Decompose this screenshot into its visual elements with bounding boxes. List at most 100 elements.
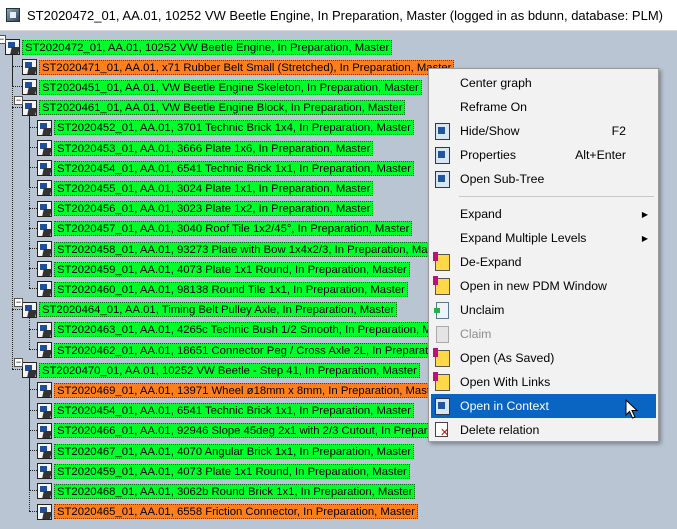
- tree-node[interactable]: ST2020468_01, AA.01, 3062b Round Brick 1…: [37, 481, 416, 501]
- tree-node[interactable]: ST2020461_01, AA.01, VW Beetle Engine Bl…: [22, 98, 406, 118]
- tree-node[interactable]: ST2020470_01, AA.01, 10252 VW Beetle - S…: [22, 360, 420, 380]
- collapse-toggle-icon[interactable]: −: [0, 35, 6, 44]
- product-icon: [37, 503, 52, 520]
- tree-node-label[interactable]: ST2020471_01, AA.01, x71 Rubber Belt Sma…: [39, 59, 455, 75]
- tree-node[interactable]: ST2020454_01, AA.01, 6541 Technic Brick …: [37, 158, 414, 178]
- product-icon: [37, 422, 52, 439]
- menu-item-label: Open in Context: [460, 399, 549, 413]
- tree-node-label[interactable]: ST2020462_01, AA.01, 18651 Connector Peg…: [54, 342, 488, 358]
- tree-node[interactable]: ST2020459_01, AA.01, 4073 Plate 1x1 Roun…: [37, 259, 410, 279]
- tree-node-label[interactable]: ST2020469_01, AA.01, 13971 Wheel ø18mm x…: [54, 382, 444, 398]
- product-icon: [37, 402, 52, 419]
- menu-item-center-graph[interactable]: Center graph: [431, 71, 656, 95]
- tree-node[interactable]: ST2020457_01, AA.01, 3040 Roof Tile 1x2/…: [37, 219, 413, 239]
- product-icon: [5, 39, 20, 55]
- tree-node-label[interactable]: ST2020457_01, AA.01, 3040 Roof Tile 1x2/…: [54, 221, 413, 237]
- tree-node-label[interactable]: ST2020464_01, AA.01, Timing Belt Pulley …: [39, 302, 398, 318]
- tree-connector-line: [29, 288, 37, 290]
- menu-item-open-in-context[interactable]: Open in Context: [431, 394, 656, 418]
- tree-connector-line: [29, 187, 37, 189]
- menu-item-label: Open With Links: [460, 375, 551, 389]
- menu-item-open-with-links[interactable]: Open With Links: [431, 370, 656, 394]
- menu-item-open-as-saved[interactable]: Open (As Saved): [431, 346, 656, 370]
- tree-connector-line: [29, 114, 30, 289]
- tree-node-label[interactable]: ST2020453_01, AA.01, 3666 Plate 1x6, In …: [54, 140, 374, 156]
- tree-node-label[interactable]: ST2020465_01, AA.01, 6558 Friction Conne…: [54, 504, 418, 520]
- tree-node[interactable]: ST2020466_01, AA.01, 92946 Slope 45deg 2…: [37, 421, 496, 441]
- tree-connector-line: [29, 207, 37, 209]
- tree-node[interactable]: ST2020452_01, AA.01, 3701 Technic Brick …: [37, 118, 414, 138]
- tree-node-label[interactable]: ST2020454_01, AA.01, 6541 Technic Brick …: [54, 160, 414, 176]
- menu-separator: [459, 196, 654, 197]
- tree-node-label[interactable]: ST2020468_01, AA.01, 3062b Round Brick 1…: [54, 483, 416, 499]
- menu-item-unclaim[interactable]: Unclaim: [431, 298, 656, 322]
- tree-connector-line: [29, 377, 30, 511]
- collapse-toggle-icon[interactable]: −: [14, 94, 23, 105]
- tree-node-label[interactable]: ST2020472_01, AA.01, 10252 VW Beetle Eng…: [22, 39, 393, 55]
- tree-node-label[interactable]: ST2020459_01, AA.01, 4073 Plate 1x1 Roun…: [54, 261, 410, 277]
- tree-node-label[interactable]: ST2020461_01, AA.01, VW Beetle Engine Bl…: [39, 100, 406, 116]
- menu-item-label: Expand Multiple Levels: [460, 231, 587, 245]
- tree-node[interactable]: ST2020472_01, AA.01, 10252 VW Beetle Eng…: [5, 37, 393, 57]
- menu-item-label: Properties: [460, 148, 517, 162]
- tree-node[interactable]: ST2020471_01, AA.01, x71 Rubber Belt Sma…: [22, 57, 455, 77]
- tree-node[interactable]: ST2020463_01, AA.01, 4265c Technic Bush …: [37, 320, 460, 340]
- tree-node-label[interactable]: ST2020467_01, AA.01, 4070 Angular Brick …: [54, 443, 415, 459]
- tree-node[interactable]: ST2020454_01, AA.01, 6541 Technic Brick …: [37, 401, 414, 421]
- tree-node[interactable]: ST2020469_01, AA.01, 13971 Wheel ø18mm x…: [37, 380, 444, 400]
- tree-node-label[interactable]: ST2020460_01, AA.01, 98138 Round Tile 1x…: [54, 281, 408, 297]
- menu-item-open-in-new-pdm-window[interactable]: Open in new PDM Window: [431, 274, 656, 298]
- collapse-toggle-icon[interactable]: −: [14, 296, 23, 307]
- tree-node-label[interactable]: ST2020452_01, AA.01, 3701 Technic Brick …: [54, 120, 414, 136]
- open-in-context-icon: [432, 396, 454, 416]
- tree-node[interactable]: ST2020462_01, AA.01, 18651 Connector Peg…: [37, 340, 488, 360]
- tree-node-label[interactable]: ST2020458_01, AA.01, 93273 Plate with Bo…: [54, 241, 450, 257]
- product-icon: [37, 140, 52, 156]
- menu-item-reframe-on[interactable]: Reframe On: [431, 95, 656, 119]
- tree-node-label[interactable]: ST2020466_01, AA.01, 92946 Slope 45deg 2…: [54, 423, 496, 439]
- tree-node[interactable]: ST2020455_01, AA.01, 3024 Plate 1x1, In …: [37, 178, 374, 198]
- tree-node-label[interactable]: ST2020454_01, AA.01, 6541 Technic Brick …: [54, 403, 414, 419]
- tree-node-label[interactable]: ST2020451_01, AA.01, VW Beetle Engine Sk…: [39, 79, 422, 95]
- product-icon: [22, 79, 37, 96]
- tree-node-label[interactable]: ST2020470_01, AA.01, 10252 VW Beetle - S…: [39, 362, 420, 378]
- menu-item-delete-relation[interactable]: Delete relation: [431, 418, 656, 442]
- product-icon: [37, 261, 52, 278]
- tree-node[interactable]: ST2020464_01, AA.01, Timing Belt Pulley …: [22, 300, 398, 320]
- tree-node[interactable]: ST2020458_01, AA.01, 93273 Plate with Bo…: [37, 239, 450, 259]
- tree-connector-line: [29, 470, 37, 472]
- tree-node-label[interactable]: ST2020456_01, AA.01, 3023 Plate 1x2, In …: [54, 201, 374, 217]
- tree-connector-line: [12, 66, 22, 68]
- menu-item-properties[interactable]: Properties Alt+Enter: [431, 143, 656, 167]
- tree-node[interactable]: ST2020465_01, AA.01, 6558 Friction Conne…: [37, 502, 418, 522]
- tree-node[interactable]: ST2020460_01, AA.01, 98138 Round Tile 1x…: [37, 279, 408, 299]
- tree-connector-line: [12, 308, 22, 310]
- delete-relation-icon: [432, 420, 454, 440]
- tree-connector-line: [29, 126, 37, 128]
- menu-item-expand-multiple-levels[interactable]: Expand Multiple Levels▶: [431, 226, 656, 250]
- tree-node[interactable]: ST2020453_01, AA.01, 3666 Plate 1x6, In …: [37, 138, 374, 158]
- collapse-toggle-icon[interactable]: −: [14, 357, 23, 368]
- tree-node-label[interactable]: ST2020459_01, AA.01, 4073 Plate 1x1 Roun…: [54, 463, 410, 479]
- product-icon: [37, 483, 52, 500]
- product-icon: [37, 160, 52, 177]
- menu-item-open-sub-tree[interactable]: Open Sub-Tree: [431, 167, 656, 191]
- menu-item-expand[interactable]: Expand▶: [431, 202, 656, 226]
- tree-node[interactable]: ST2020459_01, AA.01, 4073 Plate 1x1 Roun…: [37, 461, 410, 481]
- pdm-window-icon: [432, 276, 454, 296]
- menu-icon-slot: [432, 73, 454, 93]
- open-as-saved-icon: [432, 348, 454, 368]
- tree-node[interactable]: ST2020456_01, AA.01, 3023 Plate 1x2, In …: [37, 199, 374, 219]
- menu-item-label: Hide/Show: [460, 124, 520, 138]
- tree-node-label[interactable]: ST2020463_01, AA.01, 4265c Technic Bush …: [54, 322, 460, 338]
- menu-item-label: Unclaim: [460, 303, 505, 317]
- menu-icon-slot: [432, 97, 454, 117]
- submenu-arrow-icon: ▶: [641, 209, 648, 219]
- menu-item-de-expand[interactable]: De-Expand: [431, 250, 656, 274]
- tree-node[interactable]: ST2020451_01, AA.01, VW Beetle Engine Sk…: [22, 77, 422, 97]
- sub-tree-icon: [432, 169, 454, 189]
- tree-node[interactable]: ST2020467_01, AA.01, 4070 Angular Brick …: [37, 441, 415, 461]
- menu-item-shortcut: Alt+Enter: [575, 148, 626, 162]
- tree-node-label[interactable]: ST2020455_01, AA.01, 3024 Plate 1x1, In …: [54, 180, 374, 196]
